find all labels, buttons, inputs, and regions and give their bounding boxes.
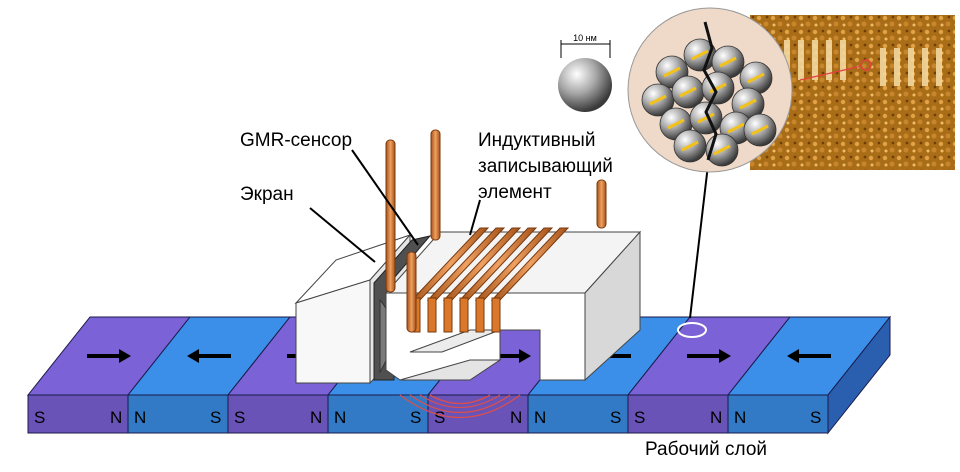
moment-arrow xyxy=(709,82,727,94)
pole-label: N xyxy=(734,408,746,427)
pole-label: N xyxy=(310,408,322,427)
pole-label: N xyxy=(110,408,122,427)
callout-lines xyxy=(309,149,709,319)
wire-leads xyxy=(385,129,607,333)
pole-label: S xyxy=(610,408,621,427)
moment-arrow xyxy=(747,72,765,84)
magnetization-arrow-head xyxy=(119,349,131,363)
nanoparticle-scale: 10 нм xyxy=(558,33,612,112)
highlight-ellipse xyxy=(677,322,707,338)
magnetization-arrow-head xyxy=(719,349,731,363)
field-lines xyxy=(399,394,521,419)
pole-label: S xyxy=(410,408,421,427)
read-write-head xyxy=(294,129,642,419)
domain-front xyxy=(127,394,229,434)
moment-arrow xyxy=(751,124,769,136)
inductive-label-line3: элемент xyxy=(478,182,552,203)
inductive-label-line2: записывающий xyxy=(478,156,613,177)
pole-label: S xyxy=(810,408,821,427)
magnetization-arrow-head xyxy=(787,349,799,363)
pole-label: S xyxy=(234,408,245,427)
working-layer-label: Рабочий слой xyxy=(645,439,767,460)
nanoparticle-sphere xyxy=(558,58,612,112)
moment-arrow xyxy=(679,86,697,98)
pole-label: S xyxy=(210,408,221,427)
domain-front xyxy=(727,394,829,434)
domain-front xyxy=(327,394,429,434)
moment-arrow xyxy=(697,112,715,124)
moment-arrow xyxy=(667,118,685,130)
moment-arrow xyxy=(727,122,745,134)
moment-arrow xyxy=(691,49,709,61)
domain-front xyxy=(527,394,629,434)
moment-arrow xyxy=(739,98,757,110)
pole-label: S xyxy=(434,408,445,427)
scale-label: 10 нм xyxy=(573,33,597,43)
pole-label: N xyxy=(534,408,546,427)
pole-label: N xyxy=(510,408,522,427)
pole-label: S xyxy=(634,408,645,427)
particle-cluster-inset xyxy=(627,7,793,173)
pole-label: N xyxy=(134,408,146,427)
moment-arrow xyxy=(649,94,667,106)
grain-boundary xyxy=(702,21,718,161)
moment-arrow xyxy=(719,56,737,68)
shield-label: Экран xyxy=(240,184,294,205)
moment-arrow xyxy=(713,144,731,156)
moment-arrow xyxy=(681,140,699,152)
magnetization-arrow-head xyxy=(187,349,199,363)
pole-label: N xyxy=(334,408,346,427)
magnetization-arrow-head xyxy=(519,349,531,363)
gmr-sensor-label: GMR-сенсор xyxy=(240,130,352,151)
moment-arrow xyxy=(663,66,681,78)
domain-front xyxy=(227,394,329,434)
pole-label: N xyxy=(710,408,722,427)
inductive-label-line1: Индуктивный xyxy=(478,130,595,151)
pole-label: S xyxy=(34,408,45,427)
